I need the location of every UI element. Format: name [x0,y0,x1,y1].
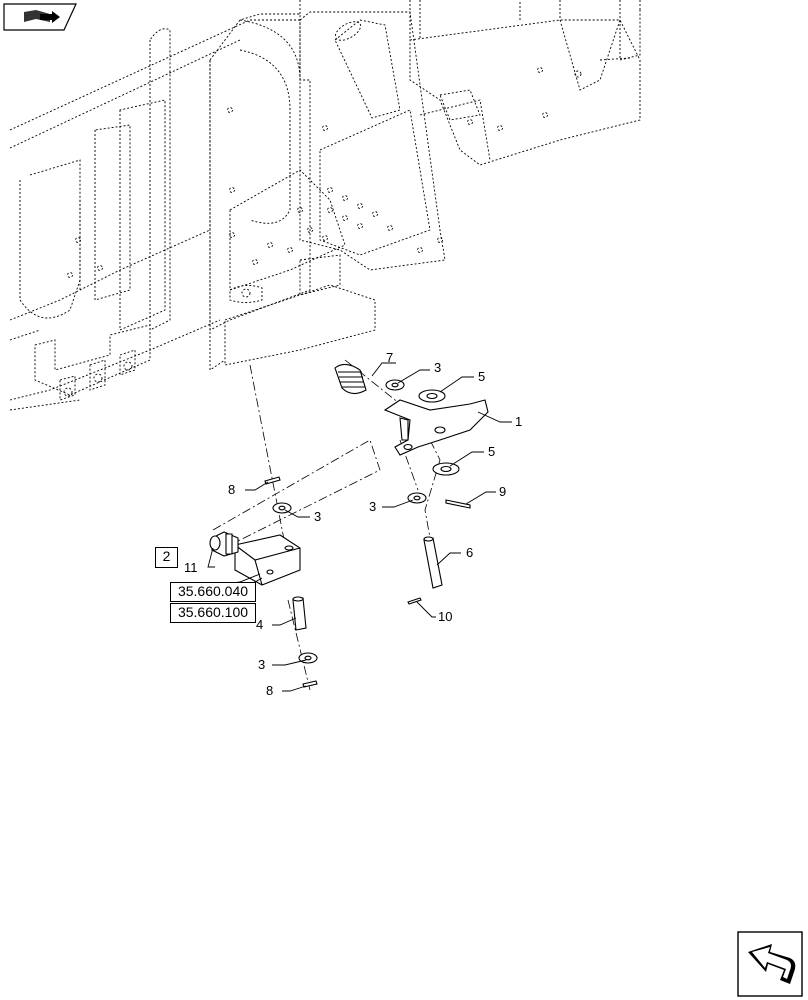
callout-1: 1 [515,414,522,429]
book-arrow-icon[interactable] [3,3,77,31]
callout-10: 10 [438,609,452,624]
callout-3-bottom: 3 [258,657,265,672]
callout-5-bottom: 5 [488,444,495,459]
machine-frame [9,0,641,411]
callout-11: 11 [184,560,198,575]
callout-7: 7 [386,350,393,365]
reference-link-35-660-040[interactable]: 35.660.040 [170,582,256,602]
callout-3-mid: 3 [369,499,376,514]
callout-5-top: 5 [478,369,485,384]
callout-3-left: 3 [314,509,321,524]
navigate-arrow-icon[interactable] [737,931,803,997]
callout-8-top: 8 [228,482,235,497]
reference-label-2: 35.660.100 [177,604,249,620]
callout-box-2[interactable]: 2 [155,547,178,568]
lever-part [383,399,489,456]
small-pin-part [407,597,422,605]
callout-box-2-label: 2 [162,548,171,564]
callout-4: 4 [256,617,263,632]
reference-label-1: 35.660.040 [177,583,249,599]
callout-8-bottom: 8 [266,683,273,698]
pin-part-9 [445,499,471,509]
large-washer-parts [418,389,460,476]
spring-part [334,363,367,395]
callout-3-top: 3 [434,360,441,375]
callout-labels: 7 3 5 1 5 9 3 6 10 8 3 11 4 3 8 [184,350,522,698]
callout-6: 6 [466,545,473,560]
callout-9: 9 [499,484,506,499]
plate-holes [67,107,443,278]
pin-part-4 [292,596,307,631]
reference-link-35-660-100[interactable]: 35.660.100 [170,603,256,623]
long-pin-part [423,536,443,589]
block-assembly [209,531,301,586]
